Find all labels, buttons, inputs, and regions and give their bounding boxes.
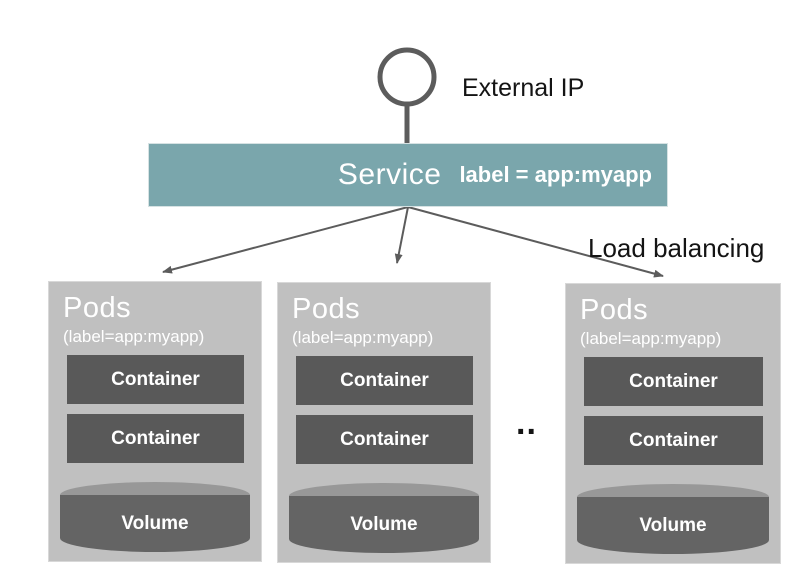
pod-title: Pods <box>63 292 132 324</box>
volume-cylinder: Volume <box>577 484 769 554</box>
container-node: Container <box>296 415 473 464</box>
pod-node-2: Pods (label=app:myapp) Container Contain… <box>277 282 491 563</box>
external-ip-circle <box>377 47 437 107</box>
external-ip-label: External IP <box>462 74 585 102</box>
volume-label: Volume <box>577 497 769 554</box>
volume-cylinder: Volume <box>289 483 479 553</box>
pod-selector-label: (label=app:myapp) <box>580 329 722 348</box>
pod-node-1: Pods (label=app:myapp) Container Contain… <box>48 281 262 562</box>
pod-title: Pods <box>580 294 649 326</box>
service-to-pod2-arrow <box>394 206 409 264</box>
service-selector-label: label = app:myapp <box>459 162 652 187</box>
pod-title: Pods <box>292 293 361 325</box>
load-balancing-label: Load balancing <box>588 233 765 263</box>
service-to-pod1-arrow <box>162 206 409 274</box>
pod-node-3: Pods (label=app:myapp) Container Contain… <box>565 283 781 564</box>
service-title: Service <box>337 158 442 191</box>
more-pods-ellipsis: .. <box>516 404 537 442</box>
container-node: Container <box>67 355 244 404</box>
service-node: Service label = app:myapp <box>148 143 668 207</box>
container-node: Container <box>584 416 763 465</box>
container-node: Container <box>296 356 473 405</box>
container-node: Container <box>584 357 763 406</box>
volume-cylinder: Volume <box>60 482 250 552</box>
container-node: Container <box>67 414 244 463</box>
volume-label: Volume <box>289 496 479 553</box>
pod-selector-label: (label=app:myapp) <box>63 327 205 346</box>
pod-selector-label: (label=app:myapp) <box>292 328 434 347</box>
volume-label: Volume <box>60 495 250 552</box>
